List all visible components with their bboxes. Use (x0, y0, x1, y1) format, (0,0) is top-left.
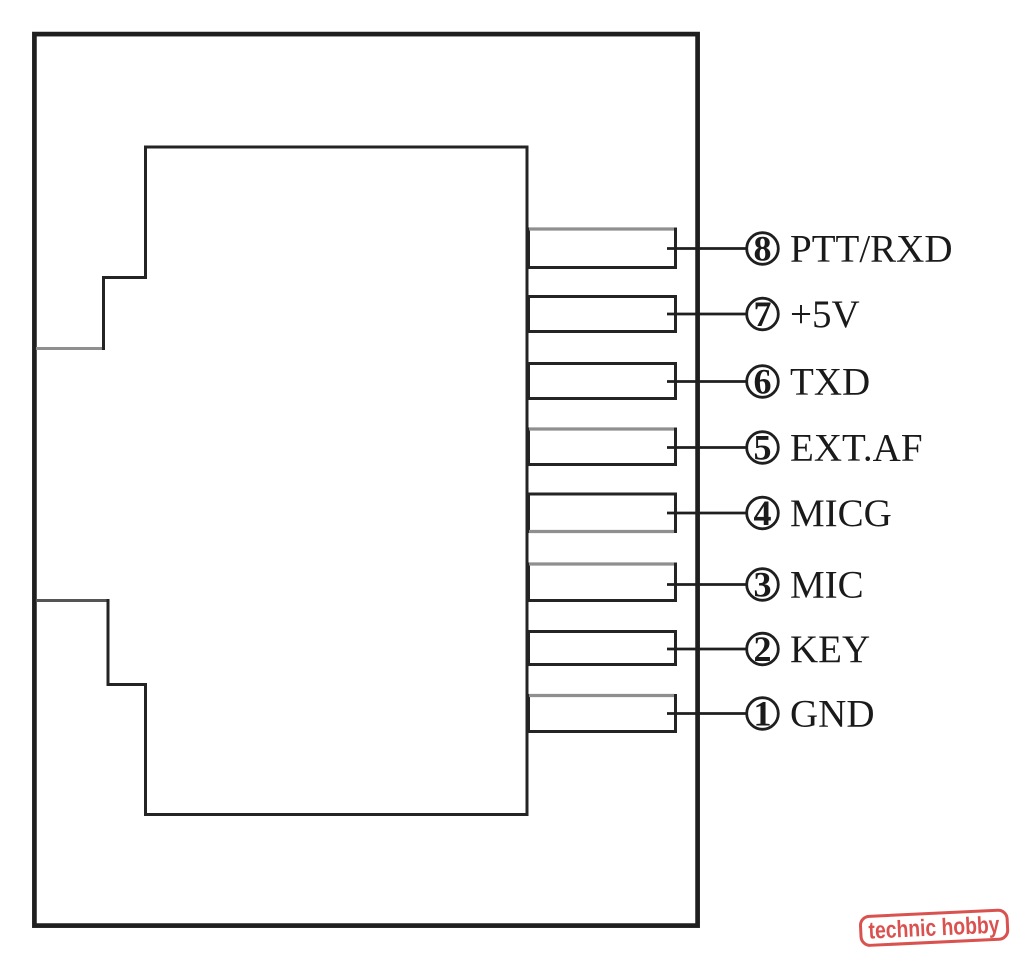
svg-text:MIC: MIC (790, 564, 864, 607)
svg-text:EXT.AF: EXT.AF (790, 427, 923, 470)
svg-text:MICG: MICG (790, 492, 892, 535)
svg-text:8: 8 (754, 229, 772, 269)
svg-text:TXD: TXD (790, 361, 870, 404)
svg-text:2: 2 (754, 629, 772, 669)
svg-text:PTT/RXD: PTT/RXD (790, 228, 953, 271)
svg-text:+5V: +5V (790, 293, 860, 336)
svg-text:KEY: KEY (790, 628, 870, 671)
svg-text:6: 6 (754, 362, 772, 402)
svg-text:GND: GND (790, 693, 875, 736)
svg-text:3: 3 (754, 565, 772, 605)
svg-text:5: 5 (754, 428, 772, 468)
svg-text:technic hobby: technic hobby (868, 912, 1001, 945)
svg-text:4: 4 (754, 493, 772, 533)
svg-text:1: 1 (754, 694, 772, 734)
svg-text:7: 7 (754, 294, 772, 334)
